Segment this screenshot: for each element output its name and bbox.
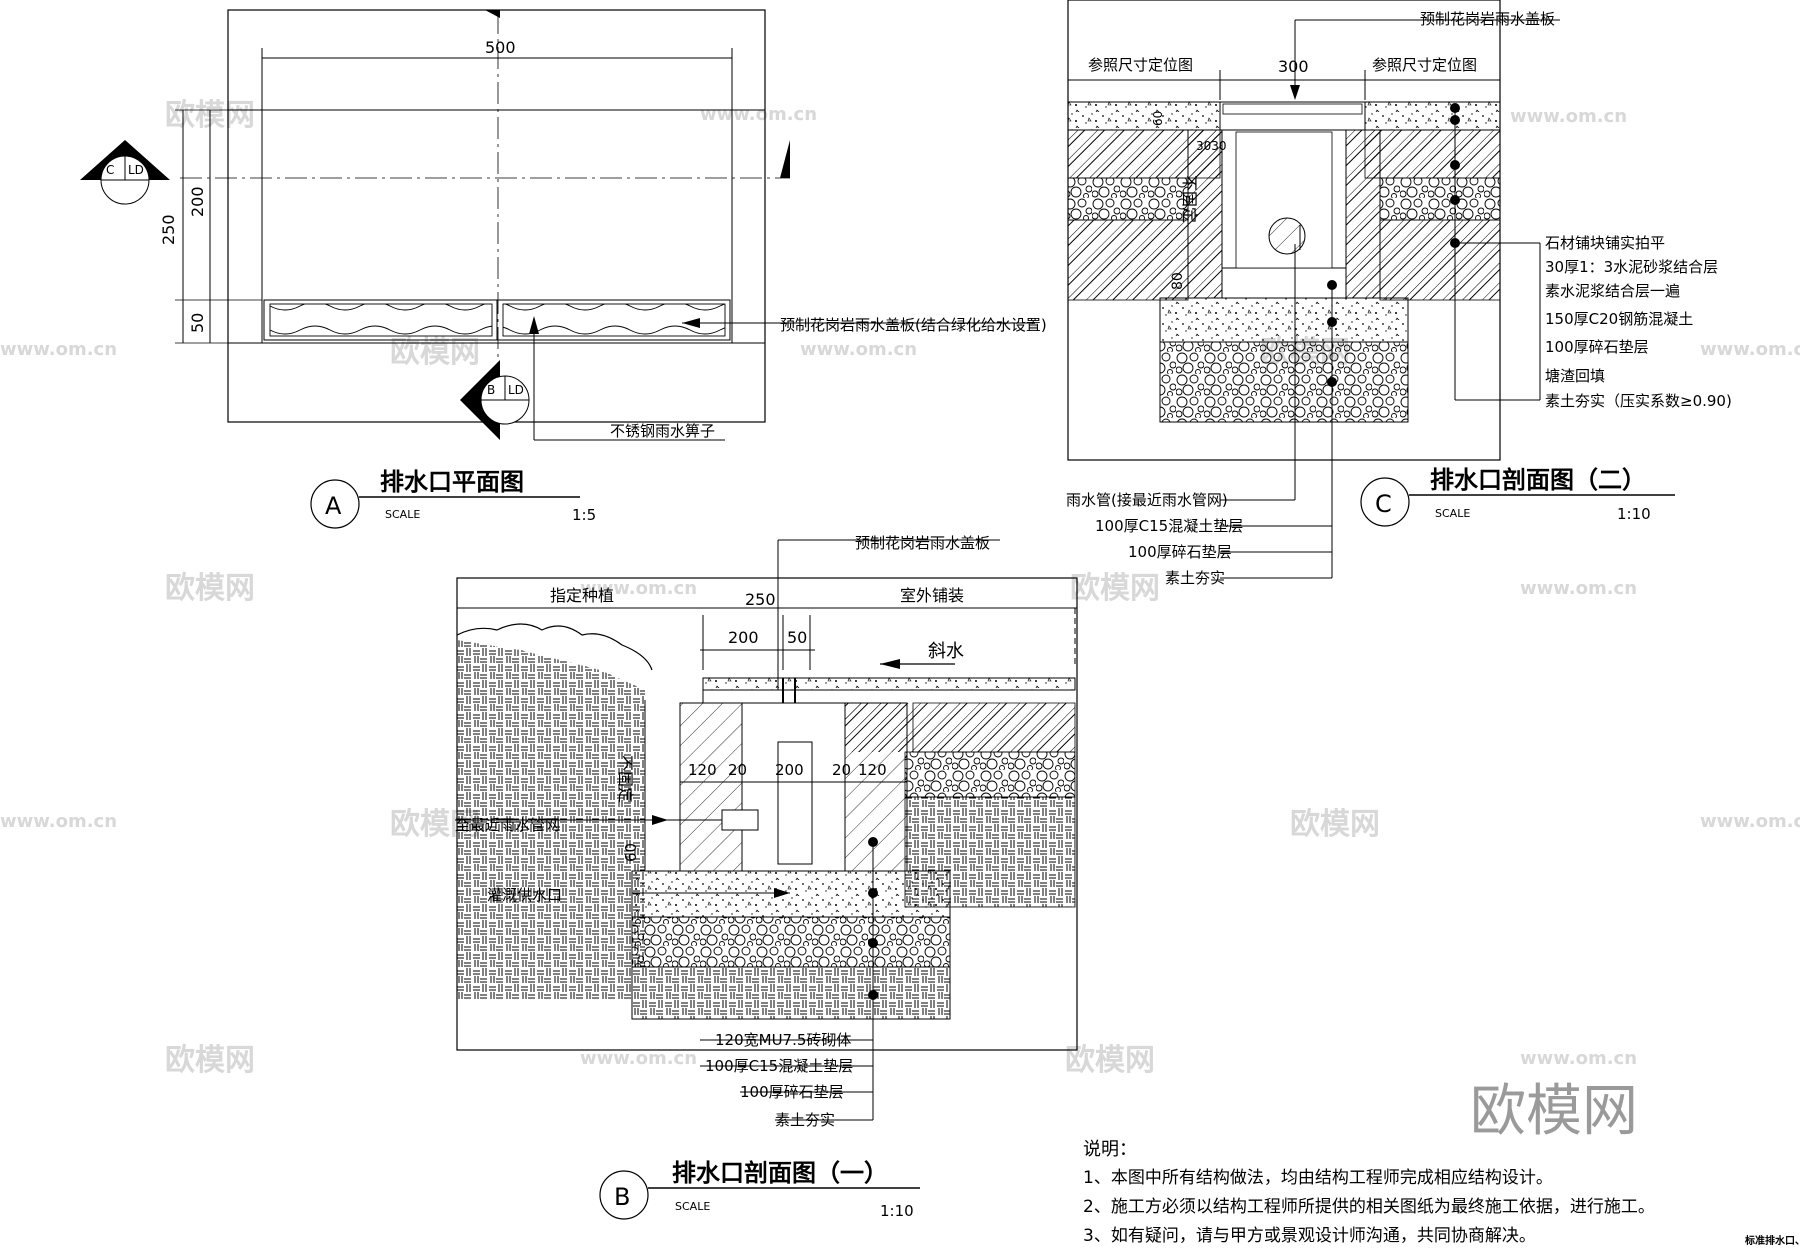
svg-text:素水泥浆结合层一遍: 素水泥浆结合层一遍 xyxy=(1545,282,1680,300)
svg-text:C: C xyxy=(1375,490,1392,518)
scale-value: 1:5 xyxy=(572,506,596,524)
dim-500: 500 xyxy=(485,38,516,57)
svg-text:200: 200 xyxy=(775,761,804,779)
svg-text:20: 20 xyxy=(728,761,747,779)
dim-300: 300 xyxy=(1278,57,1309,76)
svg-text:素土夯实: 素土夯实 xyxy=(1165,569,1225,587)
watermark-brand: 欧模网 xyxy=(165,1043,255,1078)
bottom-callouts-c: 雨水管(接最近雨水管网) 100厚C15混凝土垫层 100厚碎石垫层 素土夯实 xyxy=(1066,491,1243,587)
svg-text:素土夯实（压实系数≥0.90): 素土夯实（压实系数≥0.90) xyxy=(1545,392,1732,410)
svg-text:1:10: 1:10 xyxy=(1617,505,1651,523)
watermark-url: www.om.cn xyxy=(580,578,697,599)
title-block-b: B 排水口剖面图（一） SCALE 1:10 xyxy=(599,1159,920,1220)
watermark-brand: 欧模网 xyxy=(165,571,255,606)
top-callout-b: 预制花岗岩雨水盖板 xyxy=(855,534,990,552)
section-marker-b: B LD xyxy=(460,360,530,440)
title-block-a: A 排水口平面图 SCALE 1:5 xyxy=(310,468,596,529)
title-letter-a: A xyxy=(325,492,342,520)
watermark-url: www.om.cn xyxy=(0,339,117,360)
watermark-url: www.om.cn xyxy=(1520,1048,1637,1069)
svg-text:B: B xyxy=(487,383,495,397)
svg-text:150厚C20钢筋混凝土: 150厚C20钢筋混凝土 xyxy=(1545,310,1693,328)
svg-text:C: C xyxy=(106,163,114,177)
section-view-c: 预制花岗岩雨水盖板 参照尺寸定位图 参照尺寸定位图 300 60 3030 不固… xyxy=(1066,0,1732,587)
svg-text:30厚1：3水泥砂浆结合层: 30厚1：3水泥砂浆结合层 xyxy=(1545,258,1718,276)
svg-text:120: 120 xyxy=(688,761,717,779)
corner-watermark: 欧模网 xyxy=(1470,1079,1638,1144)
svg-text:120: 120 xyxy=(858,761,887,779)
right-ref: 参照尺寸定位图 xyxy=(1372,56,1477,74)
dim-200: 200 xyxy=(188,186,207,217)
svg-text:60: 60 xyxy=(1151,111,1165,126)
svg-text:100厚C15混凝土垫层: 100厚C15混凝土垫层 xyxy=(1095,517,1243,535)
bottom-callouts-b: 120宽MU7.5砖砌体 100厚C15混凝土垫层 100厚碎石垫层 素土夯实 xyxy=(705,1031,853,1129)
svg-text:LD: LD xyxy=(128,163,144,177)
svg-text:60: 60 xyxy=(622,843,640,862)
svg-text:100厚C15混凝土垫层: 100厚C15混凝土垫层 xyxy=(705,1057,853,1075)
svg-text:80: 80 xyxy=(1170,272,1186,290)
label-irrigation: 灌溉供水口 xyxy=(487,886,562,904)
section-view-b: 预制花岗岩雨水盖板 指定种植 室外铺装 250 200 50 斜水 xyxy=(455,534,1078,1220)
svg-text:B: B xyxy=(614,1183,630,1211)
top-callout: 预制花岗岩雨水盖板 xyxy=(1420,10,1555,28)
layer-list-c: 石材铺块铺实拍平 30厚1：3水泥砂浆结合层 素水泥浆结合层一遍 150厚C20… xyxy=(1545,234,1732,410)
callout-grate: 不锈钢雨水箅子 xyxy=(610,422,715,440)
left-ref: 参照尺寸定位图 xyxy=(1088,56,1193,74)
watermark-url: www.om.cn xyxy=(800,339,917,360)
title-c: 排水口剖面图（二） xyxy=(1430,466,1646,494)
svg-text:250: 250 xyxy=(745,590,776,609)
svg-text:1:10: 1:10 xyxy=(880,1202,914,1220)
watermark-url: www.om.cn xyxy=(1700,339,1800,360)
watermark-url: www.om.cn xyxy=(1510,106,1627,127)
watermark-url: www.om.cn xyxy=(1520,578,1637,599)
notes-heading: 说明： xyxy=(1083,1139,1137,1160)
svg-text:素土夯实: 素土夯实 xyxy=(775,1111,835,1129)
watermark-brand: 欧模网 xyxy=(1290,807,1380,842)
svg-text:100厚碎石垫层: 100厚碎石垫层 xyxy=(1128,543,1232,561)
svg-text:20: 20 xyxy=(832,761,851,779)
label-unfixed-b: 不固定 xyxy=(616,755,635,803)
svg-text:3030: 3030 xyxy=(1196,139,1227,153)
watermark-brand: 欧模网 xyxy=(1065,1043,1155,1078)
svg-text:塘渣回填: 塘渣回填 xyxy=(1545,367,1605,385)
svg-text:SCALE: SCALE xyxy=(675,1200,710,1213)
svg-text:120宽MU7.5砖砌体: 120宽MU7.5砖砌体 xyxy=(715,1031,851,1049)
svg-text:100厚碎石垫层: 100厚碎石垫层 xyxy=(740,1083,844,1101)
dim-250: 250 xyxy=(159,214,178,245)
label-slope: 斜水 xyxy=(928,641,964,662)
svg-text:石材铺块铺实拍平: 石材铺块铺实拍平 xyxy=(1545,234,1665,252)
title-block-c: C 排水口剖面图（二） SCALE 1:10 xyxy=(1360,466,1675,527)
corner-tag: 标准排水口、 xyxy=(1744,1234,1800,1247)
dim-50: 50 xyxy=(188,313,207,333)
watermark-url: www.om.cn xyxy=(580,1048,697,1069)
note-item: 3、如有疑问，请与甲方或景观设计师沟通，共同协商解决。 xyxy=(1083,1226,1536,1246)
section-marker-c: C LD xyxy=(80,140,170,205)
note-item: 2、施工方必须以结构工程师所提供的相关图纸为最终施工依据，进行施工。 xyxy=(1083,1197,1655,1217)
note-item: 1、本图中所有结构做法，均由结构工程师完成相应结构设计。 xyxy=(1083,1168,1553,1188)
label-unfixed-c: 不固定 xyxy=(1180,175,1199,223)
watermark-url: www.om.cn xyxy=(0,811,117,832)
watermark-url: www.om.cn xyxy=(700,104,817,125)
svg-text:SCALE: SCALE xyxy=(1435,507,1470,520)
svg-text:100厚碎石垫层: 100厚碎石垫层 xyxy=(1545,338,1649,356)
svg-text:LD: LD xyxy=(508,383,524,397)
title-a: 排水口平面图 xyxy=(380,468,524,496)
svg-text:雨水管(接最近雨水管网): 雨水管(接最近雨水管网) xyxy=(1066,491,1228,509)
notes: 说明： 1、本图中所有结构做法，均由结构工程师完成相应结构设计。 2、施工方必须… xyxy=(1083,1139,1655,1246)
scale-label: SCALE xyxy=(385,508,420,521)
plan-view-a: 500 250 200 50 预制花岗岩雨水盖板(结合绿化给水设置) xyxy=(80,9,1047,529)
watermark-brand: 欧模网 xyxy=(1070,571,1160,606)
svg-text:50: 50 xyxy=(787,628,807,647)
callout-cover: 预制花岗岩雨水盖板(结合绿化给水设置) xyxy=(780,316,1047,334)
watermark-brand: 欧模网 xyxy=(390,335,480,370)
label-paving: 室外铺装 xyxy=(900,586,964,605)
label-planting: 指定种植 xyxy=(550,586,614,605)
svg-text:200: 200 xyxy=(728,628,759,647)
title-b: 排水口剖面图（一） xyxy=(672,1159,888,1187)
watermark-url: www.om.cn xyxy=(1700,811,1800,832)
label-pipe: 至最近雨水管网 xyxy=(455,816,560,834)
